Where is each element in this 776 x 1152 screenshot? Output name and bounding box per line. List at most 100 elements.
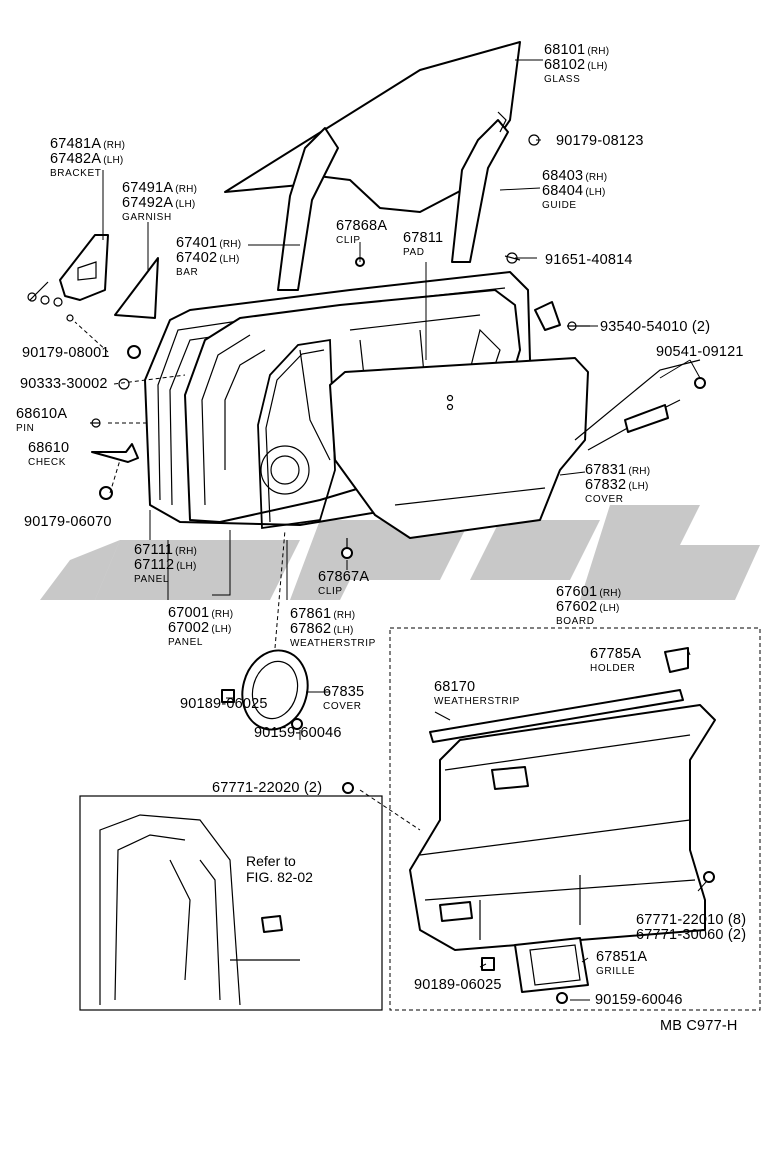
part-number: 67832(LH) bbox=[585, 477, 649, 493]
part-number: 67491A(RH) bbox=[122, 180, 197, 196]
part-number: 67111(RH) bbox=[134, 542, 197, 558]
part-number: 68170 bbox=[434, 679, 475, 695]
part-number: 67402(LH) bbox=[176, 250, 240, 266]
part-number: 68610A bbox=[16, 406, 67, 422]
mirror-bracket bbox=[27, 234, 109, 322]
part-label-b3: 93540-54010 (2) bbox=[600, 319, 710, 335]
service-cover bbox=[329, 357, 589, 539]
side-suffix: (RH) bbox=[587, 46, 609, 57]
part-number: 67401(RH) bbox=[176, 235, 241, 251]
part-name: PANEL bbox=[168, 637, 203, 648]
part-name: CHECK bbox=[28, 457, 66, 468]
part-number: 91651-40814 bbox=[545, 252, 633, 268]
part-label-b8: 90189-06025 bbox=[180, 696, 268, 712]
part-number: 67001(RH) bbox=[168, 605, 233, 621]
garnish bbox=[114, 257, 159, 319]
part-name: GARNISH bbox=[122, 212, 172, 223]
side-suffix: (RH) bbox=[175, 184, 197, 195]
part-number: 68403(RH) bbox=[542, 168, 607, 184]
part-label-b11: 67771-22010 (8)67771-30060 (2) bbox=[636, 912, 746, 943]
part-number: 67771-22010 (8) bbox=[636, 912, 746, 928]
side-suffix: (RH) bbox=[175, 546, 197, 557]
part-number: 90541-09121 bbox=[656, 344, 744, 360]
part-label-panel1: 67111(RH)67112(LH)PANEL bbox=[134, 542, 197, 585]
part-number: 67771-22020 (2) bbox=[212, 780, 322, 796]
part-name: BRACKET bbox=[50, 168, 101, 179]
part-label-b6: 90333-30002 bbox=[20, 376, 108, 392]
side-suffix: (RH) bbox=[585, 172, 607, 183]
part-label-bar: 67401(RH)67402(LH)BAR bbox=[176, 235, 241, 278]
part-number: 90179-06070 bbox=[24, 514, 112, 530]
leader-lines bbox=[74, 59, 707, 1001]
part-number: 67481A(RH) bbox=[50, 136, 125, 152]
part-number: 93540-54010 (2) bbox=[600, 319, 710, 335]
side-suffix: (LH) bbox=[219, 254, 239, 265]
part-label-b10: 67771-22020 (2) bbox=[212, 780, 322, 796]
part-name: WEATHERSTRIP bbox=[290, 638, 376, 649]
part-number: 67862(LH) bbox=[290, 621, 354, 637]
part-number: 90179-08123 bbox=[556, 133, 644, 149]
side-suffix: (RH) bbox=[333, 610, 355, 621]
part-label-wstrip1: 67861(RH)67862(LH)WEATHERSTRIP bbox=[290, 606, 376, 649]
part-label-glass: 68101(RH)68102(LH)GLASS bbox=[544, 42, 609, 85]
part-number: 90179-08001 bbox=[22, 345, 110, 361]
part-number: 67867A bbox=[318, 569, 369, 585]
front-bar bbox=[277, 127, 339, 291]
part-label-b5: 90541-09121 bbox=[656, 344, 744, 360]
side-suffix: (LH) bbox=[585, 187, 605, 198]
side-suffix: (RH) bbox=[219, 239, 241, 250]
side-suffix: (RH) bbox=[628, 466, 650, 477]
part-label-board: 67601(RH)67602(LH)BOARD bbox=[556, 584, 621, 627]
side-suffix: (RH) bbox=[103, 140, 125, 151]
part-name: GLASS bbox=[544, 74, 580, 85]
side-suffix: (LH) bbox=[333, 625, 353, 636]
watermark bbox=[40, 505, 760, 600]
part-label-b7: 90179-06070 bbox=[24, 514, 112, 530]
side-suffix: (LH) bbox=[599, 603, 619, 614]
part-number: 90333-30002 bbox=[20, 376, 108, 392]
part-number: 90159-60046 bbox=[595, 992, 683, 1008]
part-name: HOLDER bbox=[590, 663, 635, 674]
part-number: 68102(LH) bbox=[544, 57, 608, 73]
part-number: 90189-06025 bbox=[180, 696, 268, 712]
part-number: 67602(LH) bbox=[556, 599, 620, 615]
part-name: GUIDE bbox=[542, 200, 577, 211]
side-suffix: (LH) bbox=[176, 561, 196, 572]
guide-rail bbox=[451, 111, 509, 263]
part-name: CLIP bbox=[336, 235, 361, 246]
door-weatherstrip bbox=[257, 338, 336, 530]
part-name: WEATHERSTRIP bbox=[434, 696, 520, 707]
part-label-b13: 90159-60046 bbox=[595, 992, 683, 1008]
side-suffix: (LH) bbox=[103, 155, 123, 166]
part-number: 67811 bbox=[403, 230, 443, 246]
part-number: 90159-60046 bbox=[254, 725, 342, 741]
side-suffix: (RH) bbox=[211, 609, 233, 620]
part-name: COVER bbox=[323, 701, 362, 712]
part-number: 67861(RH) bbox=[290, 606, 355, 622]
body-side bbox=[574, 359, 701, 451]
part-number: 68101(RH) bbox=[544, 42, 609, 58]
part-number: 67771-30060 (2) bbox=[636, 927, 746, 943]
part-label-guide: 68403(RH)68404(LH)GUIDE bbox=[542, 168, 607, 211]
detail-inset bbox=[79, 795, 383, 1011]
part-number: 67601(RH) bbox=[556, 584, 621, 600]
speaker-cover bbox=[221, 649, 309, 731]
part-name: BOARD bbox=[556, 616, 595, 627]
part-number: 68610 bbox=[28, 440, 69, 456]
part-label-b1: 90179-08123 bbox=[556, 133, 644, 149]
part-number: 67492A(LH) bbox=[122, 195, 195, 211]
part-name: PAD bbox=[403, 247, 425, 258]
part-number: 67851A bbox=[596, 949, 647, 965]
part-number: 67785A bbox=[590, 646, 641, 662]
